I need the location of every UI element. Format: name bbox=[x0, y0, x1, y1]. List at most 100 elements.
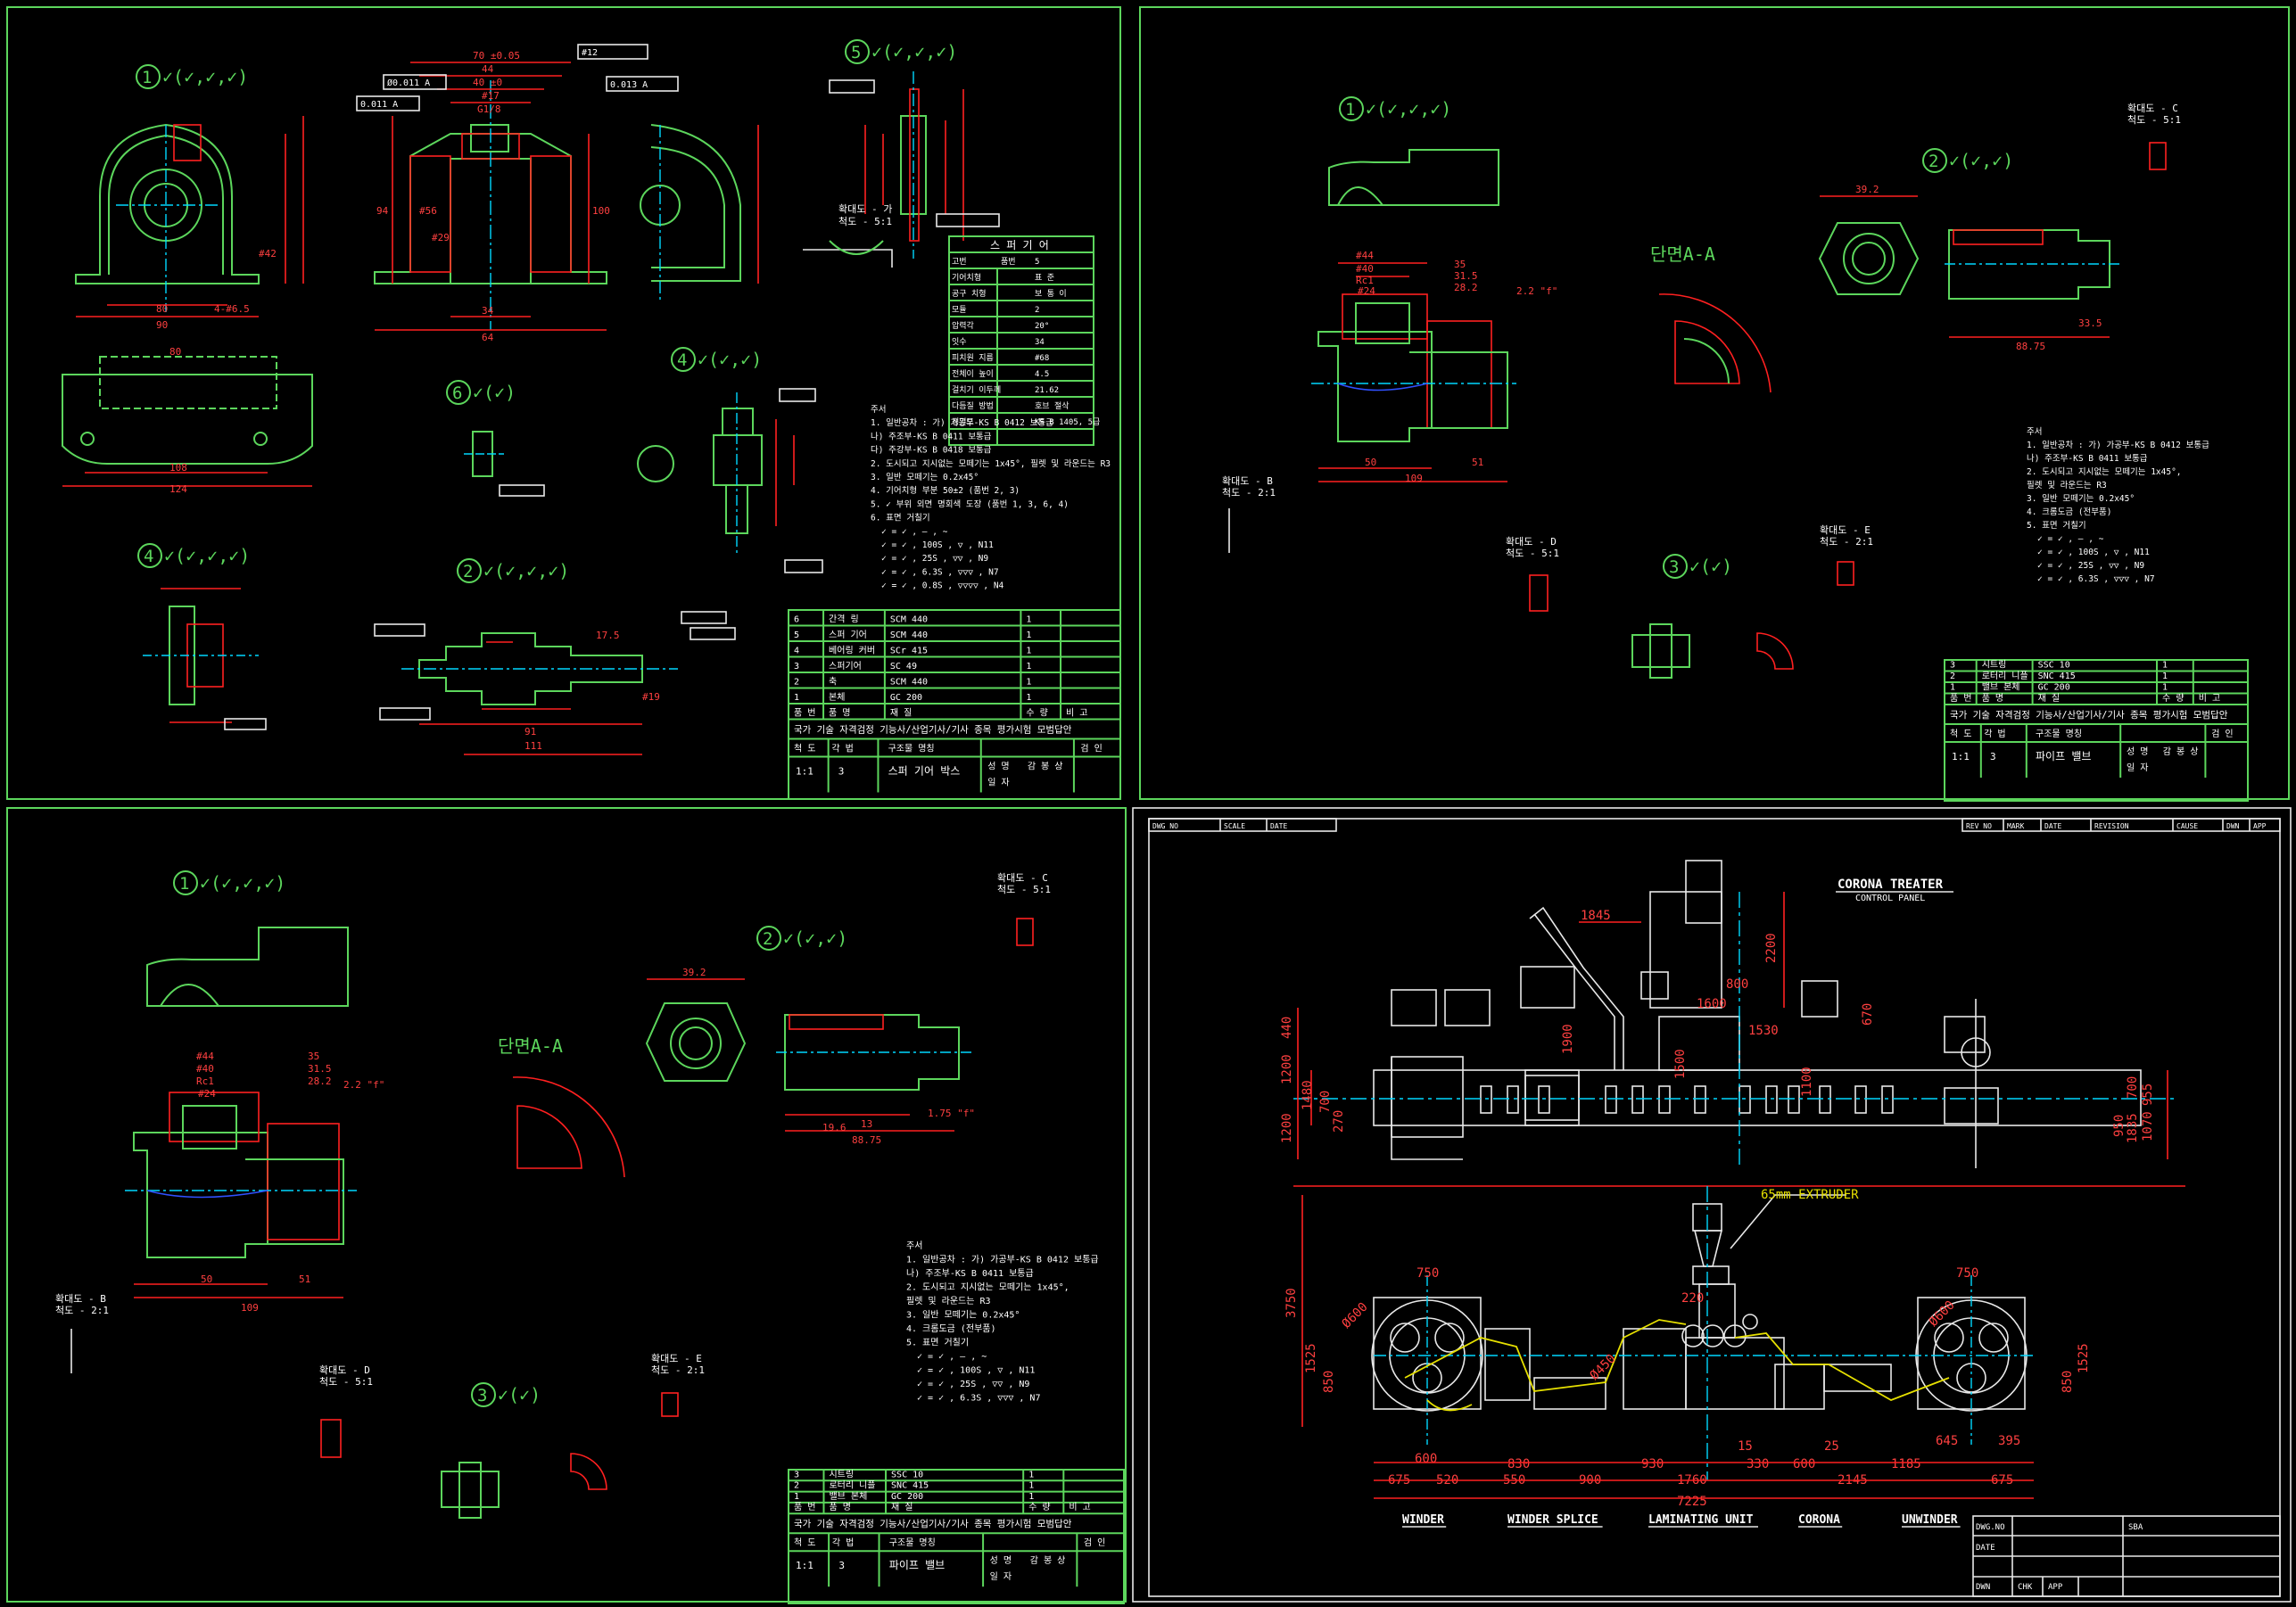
dimension-text: 1525 bbox=[1304, 1343, 1318, 1373]
header-cell: DWG NO bbox=[1152, 822, 1178, 830]
detail-view-label: 확대도 - E bbox=[651, 1353, 702, 1364]
parts-cell: SCM 440 bbox=[890, 615, 928, 625]
note-line: 5. 표면 거칠기 bbox=[906, 1338, 969, 1348]
sheet4-title-block: DWG.NO DATE DWN CHK APP SBA bbox=[1972, 1515, 2281, 1597]
title-block-cell: DWN bbox=[1976, 1583, 1990, 1592]
parts-cell: 품 명 bbox=[1982, 693, 2003, 704]
dimension-text: 39.2 bbox=[682, 967, 706, 978]
parts-cell: 로터리 니플 bbox=[829, 1480, 875, 1491]
web-path bbox=[1404, 1319, 1687, 1392]
sheet3-frame bbox=[6, 807, 1127, 1603]
dimension-text: 600 bbox=[1415, 1452, 1437, 1466]
spec-table-title: 스 퍼 기 어 bbox=[990, 239, 1049, 251]
note-line: ✓ = ✓ , 6.3S , ▽▽▽ , N7 bbox=[881, 567, 999, 577]
parts-cell: 2 bbox=[794, 1481, 799, 1491]
dimension-text: #44 bbox=[196, 1051, 214, 1062]
housing-side-view: 80 90 4-#6.5 #42 bbox=[75, 116, 304, 331]
dimension-text: #44 bbox=[1356, 250, 1374, 261]
parts-cell: GC 200 bbox=[890, 693, 922, 703]
title-label: 검 인 bbox=[1084, 1537, 1105, 1548]
note-line: 4. 크롬도금 (전부품) bbox=[906, 1323, 996, 1334]
dimension-text: G1/8 bbox=[477, 103, 501, 115]
parts-cell: 수 량 bbox=[2162, 693, 2184, 704]
note-line: ✓ = ✓ , 0.8S , ▽▽▽▽ , N4 bbox=[881, 581, 1004, 591]
dimension-text: 51 bbox=[299, 1273, 310, 1285]
parts-cell: 3 bbox=[794, 662, 799, 672]
balloon-number: 2 bbox=[763, 929, 772, 949]
parts-cell: SSC 10 bbox=[891, 1470, 923, 1479]
bearing-cover-part4 bbox=[637, 388, 823, 573]
dimension-text: 270 bbox=[1332, 1110, 1346, 1133]
dimension-text: 19.6 bbox=[822, 1122, 847, 1133]
dimension-text: 31.5 bbox=[1454, 270, 1478, 282]
note-line: 4. 기어치형 부분 50±2 (품번 2, 3) bbox=[871, 485, 1020, 496]
spec-value: 21.62 bbox=[1035, 386, 1059, 395]
note-line: ✓ = ✓ , 25S , ▽▽ , N9 bbox=[917, 1380, 1029, 1389]
dimension-text: 39.2 bbox=[1855, 184, 1879, 195]
spec-value: 20° bbox=[1035, 322, 1049, 331]
dimension-text: 88.75 bbox=[2016, 341, 2045, 352]
balloon-number: 3 bbox=[477, 1386, 487, 1405]
detail-view-label: 확대도 - C bbox=[997, 872, 1048, 884]
note-line: ✓ = ✓ , 100S , ▽ , N11 bbox=[2037, 548, 2150, 557]
title-label: 일 자 bbox=[987, 778, 1009, 788]
note-line: ✓ = ✓ , 25S , ▽▽ , N9 bbox=[2037, 561, 2144, 571]
title-label: 성 명 bbox=[2127, 746, 2148, 757]
spacer-ring-part6 bbox=[464, 431, 545, 497]
parts-cell: 3 bbox=[1950, 661, 1955, 671]
dimension-text: 35 bbox=[1454, 259, 1466, 270]
dimension-text: 1480 bbox=[1301, 1080, 1315, 1110]
note-line: 1. 일반공차 : 가) 가공부-KS B 0412 보통급 bbox=[906, 1255, 1099, 1265]
parts-cell: 시트링 bbox=[829, 1469, 854, 1479]
detail-view-scale: 척도 - 2:1 bbox=[1222, 487, 1276, 499]
panel-subtitle: CONTROL PANEL bbox=[1855, 894, 1925, 903]
roughness-symbol: ✓(✓) bbox=[498, 1384, 541, 1405]
roller-box bbox=[1480, 1085, 1492, 1114]
dimension-text: 88.75 bbox=[852, 1134, 881, 1146]
parts-cell: 1 bbox=[1026, 693, 1031, 703]
roller-box bbox=[1507, 1085, 1519, 1114]
parts-cell: 베어링 커버 bbox=[829, 646, 875, 656]
roller-box bbox=[1788, 1085, 1800, 1114]
housing-plan-view: 108 124 80 bbox=[62, 346, 313, 495]
part-balloon bbox=[845, 39, 870, 64]
nipple-side-view: 88.75 33.5 bbox=[1945, 229, 2123, 352]
cover-lower-part4 bbox=[143, 588, 267, 730]
valve-body-section: #44 #40 Rc1 #24 35 31.5 28.2 2.2 "f" 50 … bbox=[1311, 250, 1557, 484]
dimension-text: 1845 bbox=[1581, 909, 1611, 923]
header-cell: DATE bbox=[1270, 822, 1287, 830]
dimension-text: 80 bbox=[169, 346, 181, 358]
dimension-text: 108 bbox=[169, 462, 187, 474]
header-cell: REV NO bbox=[1966, 822, 1992, 830]
parts-cell: 1 bbox=[2162, 661, 2168, 671]
parts-cell: 1 bbox=[1028, 1492, 1034, 1502]
roller-box bbox=[1765, 1085, 1778, 1114]
housing-side-section bbox=[640, 124, 759, 303]
part-balloon bbox=[457, 558, 482, 583]
roughness-symbol: ✓(✓,✓,✓) bbox=[162, 66, 248, 87]
dimension-text: 90 bbox=[156, 319, 168, 331]
spec-value: 5 bbox=[1035, 258, 1039, 267]
title-label: 구조물 명칭 bbox=[2036, 729, 2082, 739]
sheet4-inner-frame bbox=[1148, 818, 2281, 1597]
parts-cell: 2 bbox=[1950, 672, 1955, 681]
part-balloon bbox=[1339, 96, 1364, 121]
spec-value: 2 bbox=[1035, 306, 1039, 315]
section-label: LAMINATING UNIT bbox=[1648, 1513, 1754, 1527]
balloon-number: 2 bbox=[1928, 152, 1938, 171]
detail-view-scale: 척도 - 5:1 bbox=[997, 884, 1051, 895]
seat-ring-part3 bbox=[1649, 623, 1672, 679]
parts-cell: SNC 415 bbox=[2038, 672, 2076, 681]
part-balloon bbox=[1922, 148, 1947, 173]
dimension-text: 930 bbox=[1641, 1457, 1664, 1471]
dimension-text: #56 bbox=[419, 205, 437, 217]
valve-top-view bbox=[146, 927, 349, 1007]
parts-cell: 재 질 bbox=[891, 1502, 913, 1512]
spec-value: 보 통 이 bbox=[1035, 289, 1067, 299]
dimension-text: 3750 bbox=[1284, 1288, 1299, 1318]
parts-cell: SSC 10 bbox=[2038, 661, 2070, 671]
detail-view-scale: 척도 - 5:1 bbox=[838, 216, 892, 227]
